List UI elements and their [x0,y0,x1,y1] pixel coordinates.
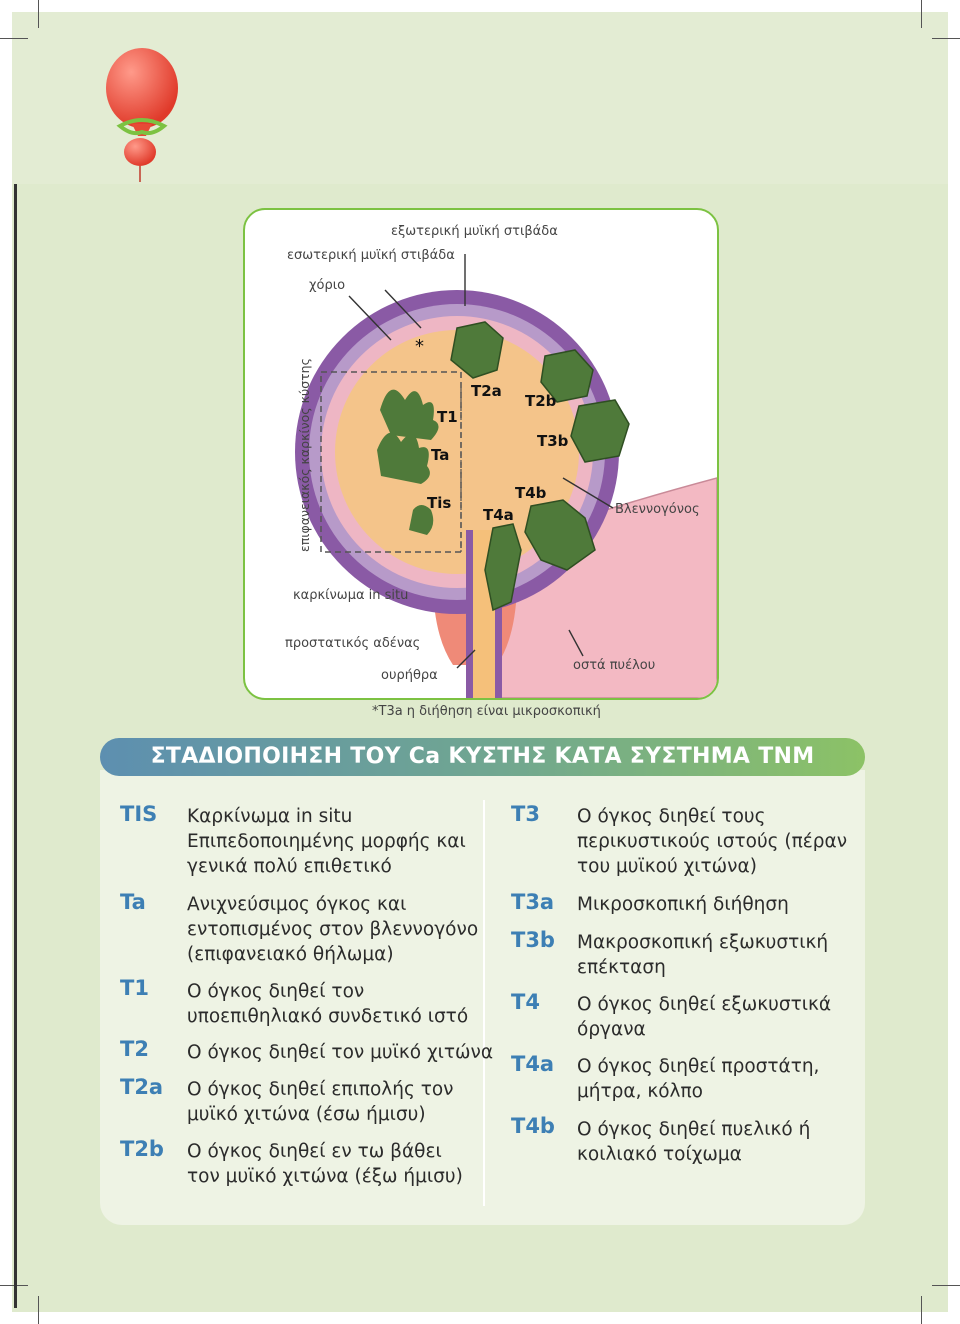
tag-t3b: T3b [537,432,569,450]
stage-code: T2 [120,1037,149,1061]
tag-t1: T1 [437,408,458,426]
stage-description: Ο όγκος διηθεί εξωκυστικά όργανα [577,994,832,1040]
stage-description: Ο όγκος διηθεί τον μυϊκό χιτώνα [187,1042,494,1063]
stage-description: Ο όγκος διηθεί πυελικό ή κοιλιακό τοίχωμ… [577,1119,811,1165]
label-chorion: χόριο [309,278,346,293]
label-urethra: ουρήθρα [381,668,438,683]
stage-code: T3a [511,890,555,914]
label-cis: καρκίνωμα in situ [293,588,409,603]
stage-description: Μακροσκοπική εξωκυστική επέκταση [577,932,829,978]
crop-mark [932,1285,960,1286]
left-rule [14,184,17,1308]
stage-description: Ο όγκος διηθεί εν τω βάθει τον μυϊκό χιτ… [187,1141,463,1187]
stage-code: T4b [511,1114,555,1138]
tag-t4a: T4a [483,506,514,524]
stage-description: Ο όγκος διηθεί τους περικυστικούς ιστούς… [577,806,848,877]
stage-code: T3b [511,928,555,952]
crop-mark [932,38,960,39]
stage-description: Ο όγκος διηθεί προστάτη, μήτρα, κόλπο [577,1056,820,1102]
tnm-panel [100,770,865,1225]
stage-code: TIS [120,802,158,826]
label-inner-muscle: εσωτερική μυϊκή στιβάδα [287,248,455,263]
crop-mark [921,0,922,28]
label-outer-muscle: εξωτερική μυϊκή στιβάδα [391,224,558,239]
label-superficial-cancer: επιφανειακός καρκίνος κύστης [297,358,312,552]
label-mucosa: Βλεννογόνος [615,502,700,517]
tumor-t4b [524,499,596,571]
crop-mark [38,0,39,28]
tumor-t4a [484,523,522,612]
stage-code: T4 [511,990,540,1014]
invasive-tumors [450,321,630,612]
stage-description: Καρκίνωμα in situ Επιπεδοποιημένης μορφή… [187,806,466,877]
tumor-t2b [540,349,594,403]
stage-description: Ανιχνεύσιμος όγκος και εντοπισμένος στον… [187,894,479,965]
stage-description: Μικροσκοπική διήθηση [577,894,789,915]
stage-code: Ta [120,890,146,914]
crop-mark [0,38,28,39]
crop-mark [38,1296,39,1324]
label-prostate: προστατικός αδένας [285,636,421,651]
label-arrows [348,254,614,669]
tumor-t2a [450,321,504,379]
tumor-t3b [570,399,630,463]
figure-footnote: *T3a η διήθηση είναι μικροσκοπική [372,704,601,719]
stage-code: T1 [120,976,149,1000]
stage-code: T2a [120,1075,164,1099]
column-divider [483,800,485,1206]
crop-mark [921,1296,922,1324]
stage-code: T2b [120,1137,164,1161]
label-pelvic-bones: οστά πυέλου [573,658,656,673]
tag-t2b: T2b [525,392,557,410]
tnm-title: ΣΤΑΔΙΟΠΟΙΗΣΗ ΤΟΥ Ca ΚΥΣΤΗΣ ΚΑΤΑ ΣΥΣΤΗΜΑ … [100,738,865,776]
label-asterisk: * [415,336,424,357]
tag-t4b: T4b [515,484,547,502]
tag-ta: Ta [431,446,450,464]
bladder-illustration [295,254,717,698]
tag-t2a: T2a [471,382,502,400]
stage-description: Ο όγκος διηθεί επιπολής τον μυϊκό χιτώνα… [187,1079,454,1125]
stage-code: T4a [511,1052,555,1076]
balloon-icon [106,48,178,182]
stage-code: T3 [511,802,540,826]
bladder-diagram: εξωτερική μυϊκή στιβάδα εσωτερική μυϊκή … [243,208,719,700]
papillary-tumors [377,389,439,535]
stage-description: Ο όγκος διηθεί τον υποεπιθηλιακό συνδετι… [187,981,469,1027]
tag-tis: Tis [427,494,452,512]
